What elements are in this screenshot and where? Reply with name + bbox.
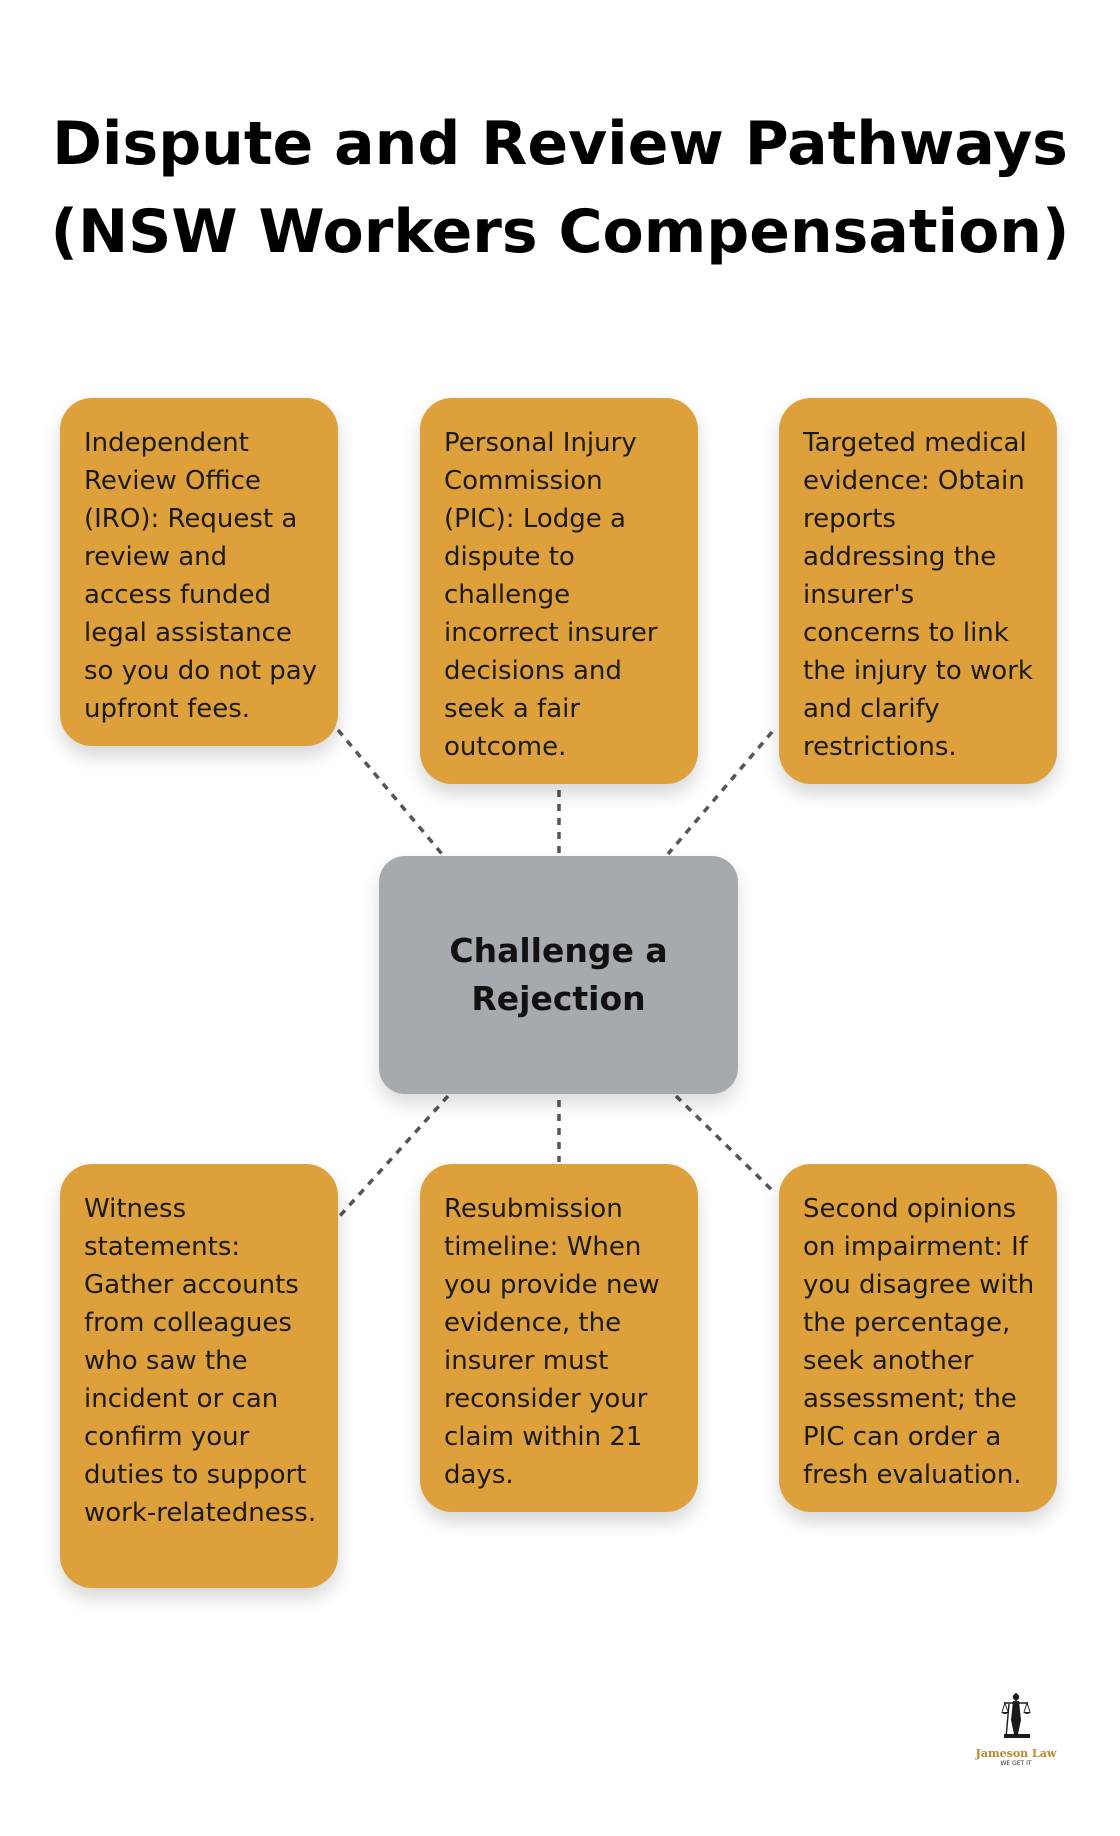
pathway-node-second-opinions: Second opinions on impairment: If you di… [779,1164,1057,1512]
lady-justice-icon [1001,1693,1031,1739]
jameson-law-logo: Jameson Law WE GET IT [968,1690,1064,1772]
connector-line [674,1094,778,1196]
pathway-node-resubmission: Resubmission timeline: When you provide … [420,1164,698,1512]
node-text: Independent Review Office (IRO): Request… [84,428,318,724]
node-text: Personal Injury Commission (PIC): Lodge … [444,428,658,762]
center-label: Challenge a Rejection [449,931,668,1018]
page-title: Dispute and Review Pathways (NSW Workers… [0,100,1120,276]
title-line-1: Dispute and Review Pathways [52,109,1068,179]
node-text: Resubmission timeline: When you provide … [444,1194,660,1490]
logo-name: Jameson Law [975,1747,1057,1760]
pathway-node-witness-statements: Witness statements: Gather accounts from… [60,1164,338,1588]
node-text: Witness statements: Gather accounts from… [84,1194,317,1528]
node-text: Second opinions on impairment: If you di… [803,1194,1035,1490]
node-text: Targeted medical evidence: Obtain report… [803,428,1033,762]
logo-tagline: WE GET IT [1000,1760,1032,1767]
title-line-2: (NSW Workers Compensation) [50,197,1070,267]
pathway-node-iro: Independent Review Office (IRO): Request… [60,398,338,746]
pathway-node-medical-evidence: Targeted medical evidence: Obtain report… [779,398,1057,784]
pathway-node-pic: Personal Injury Commission (PIC): Lodge … [420,398,698,784]
center-node: Challenge a Rejection [379,856,738,1094]
